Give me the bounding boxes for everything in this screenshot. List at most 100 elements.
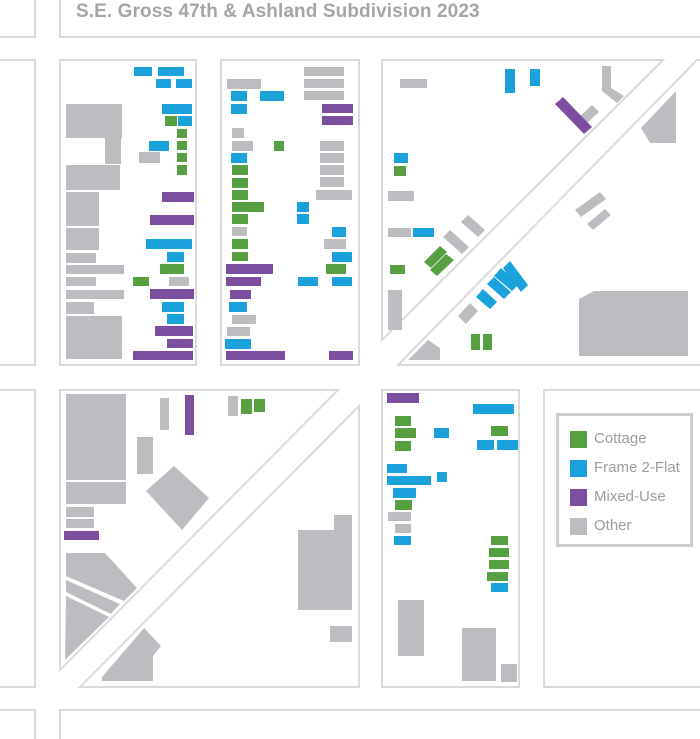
parcel-other (320, 141, 344, 151)
parcel-other (169, 277, 189, 286)
parcel-cottage (487, 572, 508, 581)
parcel-frame-2-flat (146, 239, 192, 249)
parcel-other (227, 327, 250, 336)
city-block (59, 59, 197, 366)
parcel-other (330, 626, 352, 642)
parcel-other (105, 138, 121, 164)
parcel-other (575, 192, 606, 217)
parcel-frame-2-flat (530, 69, 540, 86)
parcel-other (146, 466, 209, 530)
parcel-frame-2-flat (162, 104, 192, 114)
parcel-frame-2-flat (476, 289, 497, 309)
legend-label-mixed-use: Mixed-Use (594, 488, 666, 505)
parcel-other (602, 66, 624, 103)
parcel-frame-2-flat (505, 69, 515, 93)
parcel-other (66, 192, 99, 226)
parcel-other (232, 227, 247, 236)
legend-swatch-frame-2-flat (570, 460, 587, 477)
legend-label-other: Other (594, 517, 632, 534)
parcel-other (408, 340, 440, 360)
parcel-mixed-use (155, 326, 193, 336)
parcel-mixed-use (133, 351, 193, 360)
parcel-cottage (483, 334, 492, 350)
parcel-cottage (232, 239, 248, 249)
parcel-other (501, 664, 517, 682)
parcel-frame-2-flat (394, 153, 408, 163)
parcel-mixed-use (226, 351, 285, 360)
legend-label-frame-2-flat: Frame 2-Flat (594, 459, 680, 476)
parcel-other (462, 628, 496, 681)
parcel-frame-2-flat (231, 104, 247, 114)
parcel-other (232, 315, 256, 324)
parcel-other (388, 228, 411, 237)
parcel-other (66, 519, 94, 528)
parcel-frame-2-flat (473, 404, 514, 414)
legend-label-cottage: Cottage (594, 430, 647, 447)
parcel-cottage (241, 399, 252, 414)
city-block (0, 0, 36, 38)
parcel-frame-2-flat (491, 583, 508, 592)
parcel-frame-2-flat (229, 302, 247, 312)
parcel-frame-2-flat (260, 91, 284, 101)
parcel-cottage (160, 264, 184, 274)
parcel-frame-2-flat (387, 464, 407, 473)
city-block (0, 59, 36, 366)
parcel-other (232, 128, 244, 138)
parcel-frame-2-flat (434, 428, 449, 438)
parcel-cottage (232, 202, 264, 212)
city-block (381, 389, 520, 688)
parcel-frame-2-flat (477, 440, 494, 450)
parcel-cottage (430, 254, 454, 276)
parcel-frame-2-flat (332, 277, 352, 286)
parcel-other (227, 79, 261, 89)
city-block (0, 709, 36, 739)
parcel-other (461, 215, 485, 237)
parcel-other (66, 316, 122, 359)
city-block (543, 389, 700, 688)
parcel-other (66, 253, 96, 263)
parcel-other (66, 290, 124, 299)
parcel-other (102, 628, 161, 681)
parcel-frame-2-flat (497, 440, 518, 450)
parcel-cottage (489, 548, 509, 557)
map-legend: Cottage Frame 2-Flat Mixed-Use Other (556, 413, 693, 547)
parcel-other (228, 396, 238, 416)
parcel-frame-2-flat (494, 268, 519, 291)
parcel-cottage (177, 141, 187, 150)
parcel-cottage (232, 214, 248, 224)
parcel-other (398, 600, 424, 656)
parcel-frame-2-flat (387, 476, 431, 485)
parcel-cottage (489, 560, 509, 569)
parcel-other (66, 394, 126, 480)
parcel-cottage (395, 428, 416, 438)
parcel-other (139, 152, 160, 163)
parcel-mixed-use (162, 192, 194, 202)
parcel-cottage (254, 399, 265, 412)
parcels-cottage (133, 116, 509, 581)
parcel-frame-2-flat (332, 227, 346, 237)
parcel-mixed-use (150, 215, 194, 225)
parcel-frame-2-flat (332, 252, 352, 262)
parcel-mixed-use (64, 531, 99, 540)
parcel-frame-2-flat (231, 91, 247, 101)
parcel-other (388, 191, 414, 201)
parcel-cottage (491, 426, 508, 436)
parcel-cottage (232, 190, 248, 200)
parcel-other (66, 482, 126, 504)
parcel-cottage (232, 178, 248, 188)
parcel-frame-2-flat (487, 277, 511, 299)
parcel-frame-2-flat (178, 116, 192, 126)
parcel-other (587, 209, 611, 230)
parcel-cottage (395, 500, 412, 510)
legend-swatch-mixed-use (570, 489, 587, 506)
parcel-cottage (177, 165, 187, 175)
parcel-other (324, 239, 346, 249)
parcel-frame-2-flat (231, 153, 247, 163)
parcels-mixed-use (64, 97, 592, 540)
parcel-other (66, 580, 120, 614)
parcel-other (298, 515, 352, 610)
parcel-cottage (326, 264, 346, 274)
parcel-mixed-use (150, 289, 194, 299)
